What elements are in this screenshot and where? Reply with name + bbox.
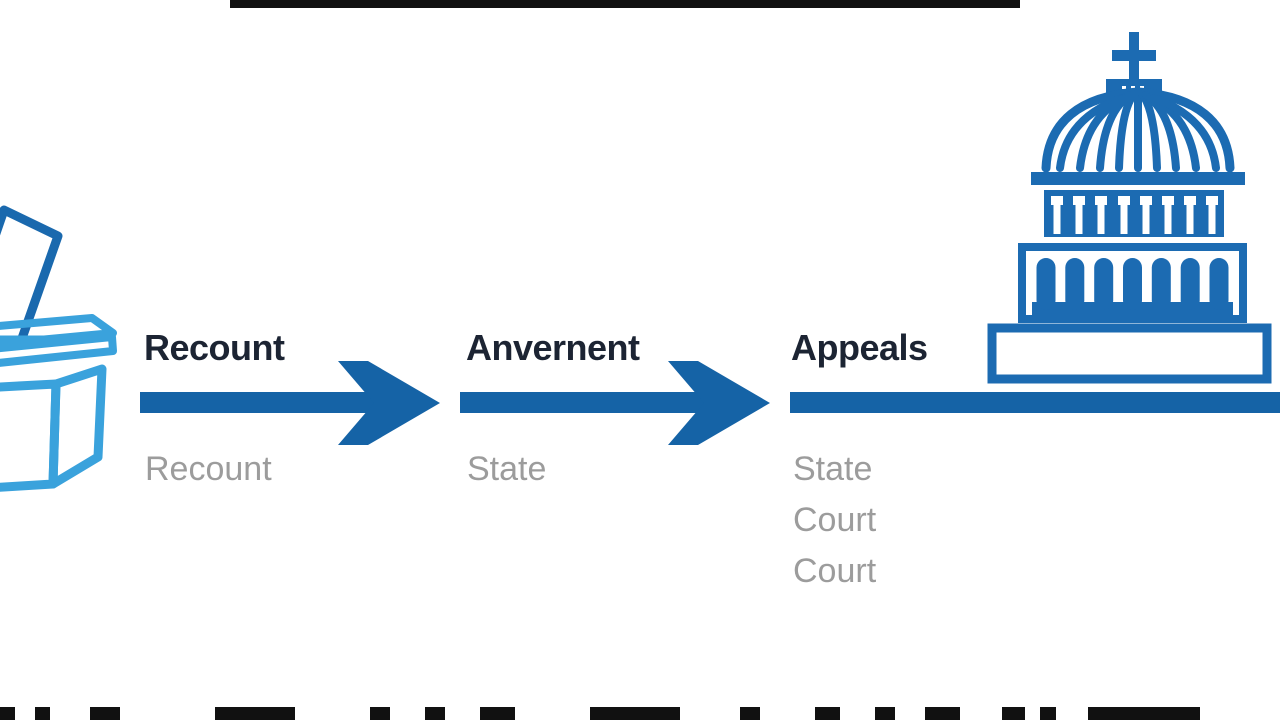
artifact-block (1002, 707, 1025, 720)
stage-3-subtitle-line: Court (793, 552, 877, 590)
arrow-head-2 (668, 361, 770, 445)
stage-1-subtitle: Recount (145, 444, 272, 495)
stage-2-subtitle: State (467, 444, 546, 495)
artifact-block (90, 707, 120, 720)
artifact-block (875, 707, 895, 720)
stage-3-subtitle-line: Court (793, 501, 877, 539)
stage-3-subtitle: State Court Court (793, 444, 876, 597)
artifact-block (740, 707, 760, 720)
artifact-block (425, 707, 445, 720)
stage-3-subtitle-line: State (793, 450, 873, 488)
capitol-building-icon (987, 32, 1272, 384)
ballot-paper-icon (0, 205, 63, 349)
artifact-block (0, 707, 15, 720)
artifact-block (925, 707, 960, 720)
stage-2-title: Anvernent (466, 327, 640, 368)
arrow-bar-1 (140, 392, 377, 413)
artifact-block (215, 707, 295, 720)
artifact-block (480, 707, 515, 720)
artifact-block (590, 707, 680, 720)
arrow-head-1 (338, 361, 440, 445)
top-crop-artifact (230, 0, 1020, 8)
artifact-block (1040, 707, 1056, 720)
stage-3-title: Appeals (791, 327, 928, 368)
stage-2-subtitle-line: State (467, 450, 547, 488)
arrow-bar-3 (790, 392, 1280, 413)
artifact-block (35, 707, 50, 720)
artifact-block (815, 707, 840, 720)
stage-1-subtitle-line: Recount (145, 450, 272, 488)
arrow-bar-2 (460, 392, 704, 413)
ballot-box-icon (0, 205, 117, 492)
artifact-block (370, 707, 390, 720)
artifact-block (1088, 707, 1200, 720)
bottom-crop-artifacts (0, 707, 1280, 720)
stage-1-title: Recount (144, 327, 285, 368)
